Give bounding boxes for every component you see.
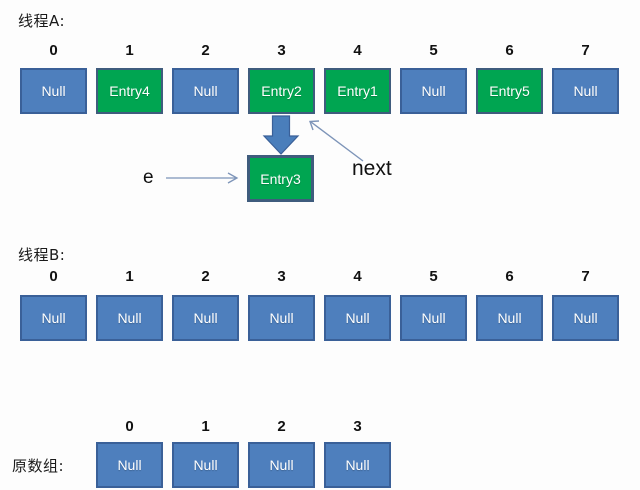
index-label-a-0: 0 bbox=[49, 42, 58, 59]
index-label-b-6: 6 bbox=[505, 268, 514, 285]
index-label-o-3: 3 bbox=[353, 418, 362, 435]
index-label-o-2: 2 bbox=[277, 418, 286, 435]
array-cell-a-3[interactable]: Entry2 bbox=[248, 68, 315, 114]
index-label-o-1: 1 bbox=[201, 418, 210, 435]
next-pointer-arrow-icon bbox=[309, 120, 364, 162]
thread-a-title: 线程A: bbox=[18, 12, 66, 30]
thread-b-title: 线程B: bbox=[18, 246, 66, 264]
block-arrow-down-icon bbox=[262, 115, 300, 155]
array-cell-b-1[interactable]: Null bbox=[96, 295, 163, 341]
index-label-a-7: 7 bbox=[581, 42, 590, 59]
array-cell-o-2[interactable]: Null bbox=[248, 442, 315, 488]
index-label-a-4: 4 bbox=[353, 42, 362, 59]
array-cell-o-3[interactable]: Null bbox=[324, 442, 391, 488]
index-label-a-1: 1 bbox=[125, 42, 134, 59]
array-cell-b-4[interactable]: Null bbox=[324, 295, 391, 341]
array-cell-a-2[interactable]: Null bbox=[172, 68, 239, 114]
array-cell-b-2[interactable]: Null bbox=[172, 295, 239, 341]
e-pointer-arrow-icon bbox=[166, 172, 239, 184]
index-label-a-5: 5 bbox=[429, 42, 438, 59]
index-label-o-0: 0 bbox=[125, 418, 134, 435]
array-cell-b-7[interactable]: Null bbox=[552, 295, 619, 341]
index-label-b-5: 5 bbox=[429, 268, 438, 285]
array-cell-a-0[interactable]: Null bbox=[20, 68, 87, 114]
array-cell-b-6[interactable]: Null bbox=[476, 295, 543, 341]
array-cell-a-4[interactable]: Entry1 bbox=[324, 68, 391, 114]
pointer-label-e: e bbox=[143, 167, 154, 188]
array-cell-o-1[interactable]: Null bbox=[172, 442, 239, 488]
index-label-a-2: 2 bbox=[201, 42, 210, 59]
detached-node-entry3[interactable]: Entry3 bbox=[247, 155, 314, 202]
array-cell-a-7[interactable]: Null bbox=[552, 68, 619, 114]
index-label-b-7: 7 bbox=[581, 268, 590, 285]
array-cell-a-5[interactable]: Null bbox=[400, 68, 467, 114]
index-label-b-1: 1 bbox=[125, 268, 134, 285]
index-label-b-0: 0 bbox=[49, 268, 58, 285]
array-cell-b-5[interactable]: Null bbox=[400, 295, 467, 341]
pointer-label-next: next bbox=[352, 157, 392, 180]
index-label-b-4: 4 bbox=[353, 268, 362, 285]
index-label-a-6: 6 bbox=[505, 42, 514, 59]
array-cell-b-0[interactable]: Null bbox=[20, 295, 87, 341]
array-cell-b-3[interactable]: Null bbox=[248, 295, 315, 341]
index-label-b-2: 2 bbox=[201, 268, 210, 285]
index-label-b-3: 3 bbox=[277, 268, 286, 285]
array-cell-a-6[interactable]: Entry5 bbox=[476, 68, 543, 114]
array-cell-a-1[interactable]: Entry4 bbox=[96, 68, 163, 114]
array-cell-o-0[interactable]: Null bbox=[96, 442, 163, 488]
original-array-title: 原数组: bbox=[12, 457, 65, 475]
index-label-a-3: 3 bbox=[277, 42, 286, 59]
